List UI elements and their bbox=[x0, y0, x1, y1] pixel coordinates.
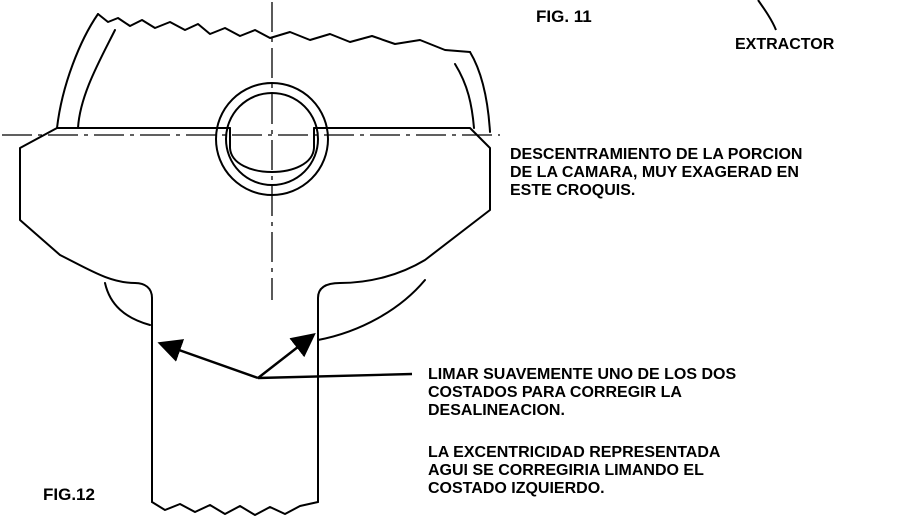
fig12-label: FIG.12 bbox=[43, 485, 95, 504]
limar-line-1: LIMAR SUAVEMENTE UNO DE LOS DOS bbox=[428, 366, 737, 383]
flange-right-curve bbox=[317, 279, 426, 341]
barrel-outer-arc-right bbox=[469, 51, 491, 133]
chamber-cup bbox=[229, 127, 315, 173]
descentramiento-line-2: DE LA CAMARA, MUY EXAGERAD EN bbox=[510, 164, 799, 181]
extractor-label: EXTRACTOR bbox=[735, 36, 835, 53]
barrel-outer-arc bbox=[56, 13, 99, 129]
extractor-leader bbox=[757, 0, 777, 31]
excentricidad-line-2: AGUI SE CORREGIRIA LIMANDO EL bbox=[428, 462, 704, 479]
excentricidad-note: LA EXCENTRICIDAD REPRESENTADA AGUI SE CO… bbox=[428, 444, 720, 498]
torn-edge-top bbox=[97, 13, 471, 53]
arrow-right bbox=[257, 333, 316, 379]
limar-note: LIMAR SUAVEMENTE UNO DE LOS DOS COSTADOS… bbox=[428, 366, 736, 420]
t-body-outline bbox=[19, 127, 491, 503]
flange-left-curve bbox=[104, 282, 151, 326]
limar-line-3: DESALINEACION. bbox=[428, 402, 565, 419]
limar-line-2: COSTADOS PARA CORREGIR LA bbox=[428, 384, 682, 401]
arrow-left bbox=[157, 339, 259, 380]
torn-edge-bottom bbox=[151, 501, 319, 516]
fig11-label: FIG. 11 bbox=[536, 7, 592, 26]
excentricidad-line-3: COSTADO IZQUIERDO. bbox=[428, 480, 605, 497]
descentramiento-line-1: DESCENTRAMIENTO DE LA PORCION bbox=[510, 146, 803, 163]
descentramiento-note: DESCENTRAMIENTO DE LA PORCION DE LA CAMA… bbox=[510, 146, 802, 200]
limar-leader bbox=[257, 372, 413, 380]
excentricidad-line-1: LA EXCENTRICIDAD REPRESENTADA bbox=[428, 444, 721, 461]
barrel-inner-arc-right bbox=[454, 63, 475, 129]
chamber-ring-inner bbox=[225, 92, 319, 186]
barrel-inner-arc-left bbox=[77, 29, 116, 129]
descentramiento-line-3: ESTE CROQUIS. bbox=[510, 182, 636, 199]
